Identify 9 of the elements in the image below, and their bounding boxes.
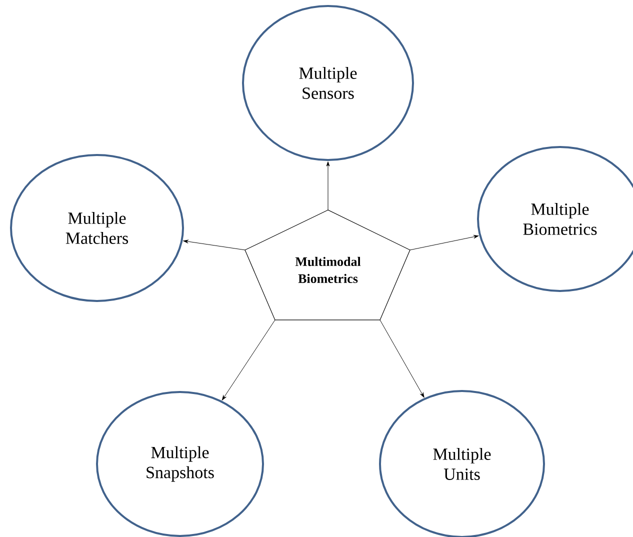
arrow (326, 162, 330, 210)
arrow (222, 320, 276, 400)
arrow (183, 240, 246, 250)
oval-node: Multiple Matchers (10, 154, 184, 302)
oval-node: Multiple Sensors (242, 5, 414, 161)
oval-node: Multiple Snapshots (96, 390, 264, 537)
arrow (380, 320, 424, 398)
arrow (410, 235, 479, 250)
pentagon-node: Multimodal Biometrics (244, 210, 410, 320)
